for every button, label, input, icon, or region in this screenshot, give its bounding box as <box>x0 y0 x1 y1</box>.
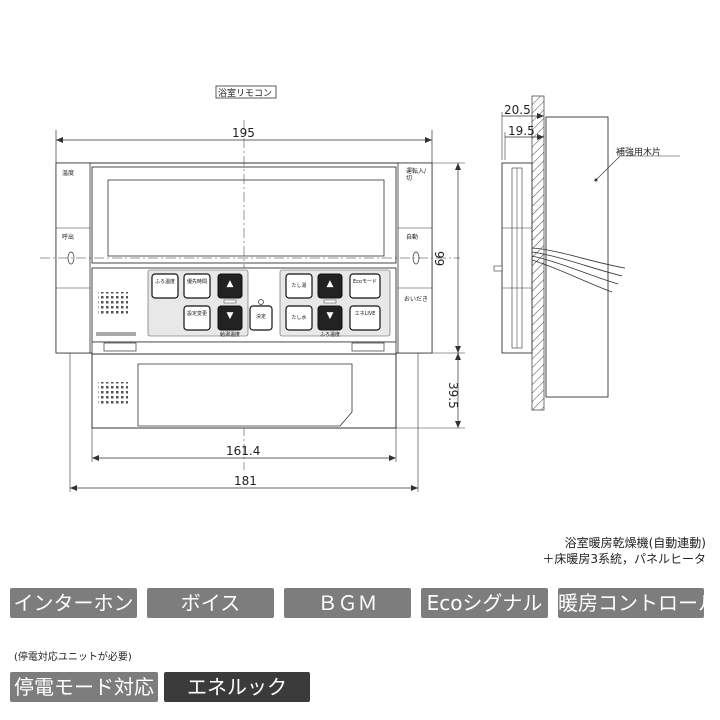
title-tag-label: 浴室リモコン <box>218 89 273 99</box>
arrow-up-icon[interactable]: ▲ <box>326 279 334 289</box>
button-setting-change[interactable]: 設定変更 <box>186 311 207 317</box>
right-label-auto: 自動 <box>406 234 419 241</box>
feature-outage-mode: 停電モード対応 <box>10 672 158 702</box>
dim-depth-inner: 19.5 <box>508 124 535 138</box>
left-label-call: 呼出 <box>62 234 75 241</box>
dim-inner-width: 161.4 <box>226 444 261 458</box>
feature-heating-control: 暖房コントロール <box>558 588 718 618</box>
button-eco-mode[interactable]: Ecoモード <box>353 279 377 285</box>
feature-ene-look: エネルック <box>164 672 310 702</box>
lcd-screen <box>107 179 385 257</box>
title-tag-box <box>215 85 277 99</box>
arrow-down-icon[interactable]: ▼ <box>226 311 234 321</box>
speaker-grille <box>98 292 128 314</box>
dim-lower-height: 39.5 <box>446 382 460 409</box>
caption-line-2: ＋床暖房3系統，パネルヒータ <box>542 552 706 566</box>
model-caption: 浴室暖房乾燥機(自動連動) ＋床暖房3系統，パネルヒータ <box>542 535 706 567</box>
under-label-bath-temp: ふろ温度 <box>319 332 340 338</box>
arrow-up-icon[interactable]: ▲ <box>226 279 234 289</box>
button-priority-time[interactable]: 優先時間 <box>186 279 207 285</box>
remote-technical-drawing <box>40 85 680 492</box>
dim-bottom-width: 181 <box>234 474 257 488</box>
dim-depth-outer: 20.5 <box>504 103 531 117</box>
dim-height: 99 <box>432 251 446 267</box>
power-outage-note: (停電対応ユニットが必要) <box>14 652 132 663</box>
feature-eco-signal: Ecoシグナル <box>421 588 548 618</box>
feature-intercom: インターホン <box>10 588 137 618</box>
feature-voice: ボイス <box>147 588 274 618</box>
feature-bgm: ＢＧＭ <box>284 588 411 618</box>
arrow-down-icon[interactable]: ▼ <box>326 311 334 321</box>
right-label-power: 運転入/切 <box>406 168 427 182</box>
button-confirm[interactable]: 決定 <box>255 314 266 320</box>
button-bath-temp[interactable]: ふろ温度 <box>154 279 175 285</box>
button-ene-live[interactable]: エネLIVE <box>354 311 376 317</box>
dim-top-width: 195 <box>232 126 255 140</box>
button-add-cold-water[interactable]: たし水 <box>291 315 307 321</box>
left-label-temp: 温度 <box>62 170 75 177</box>
side-label: 補強用木片 <box>616 148 662 158</box>
under-label-hot-water-temp: 給湯温度 <box>219 332 240 338</box>
caption-line-1: 浴室暖房乾燥機(自動連動) <box>564 536 706 550</box>
button-add-hot-water[interactable]: たし湯 <box>291 283 307 289</box>
right-label-reheat: おいだき <box>404 296 429 303</box>
